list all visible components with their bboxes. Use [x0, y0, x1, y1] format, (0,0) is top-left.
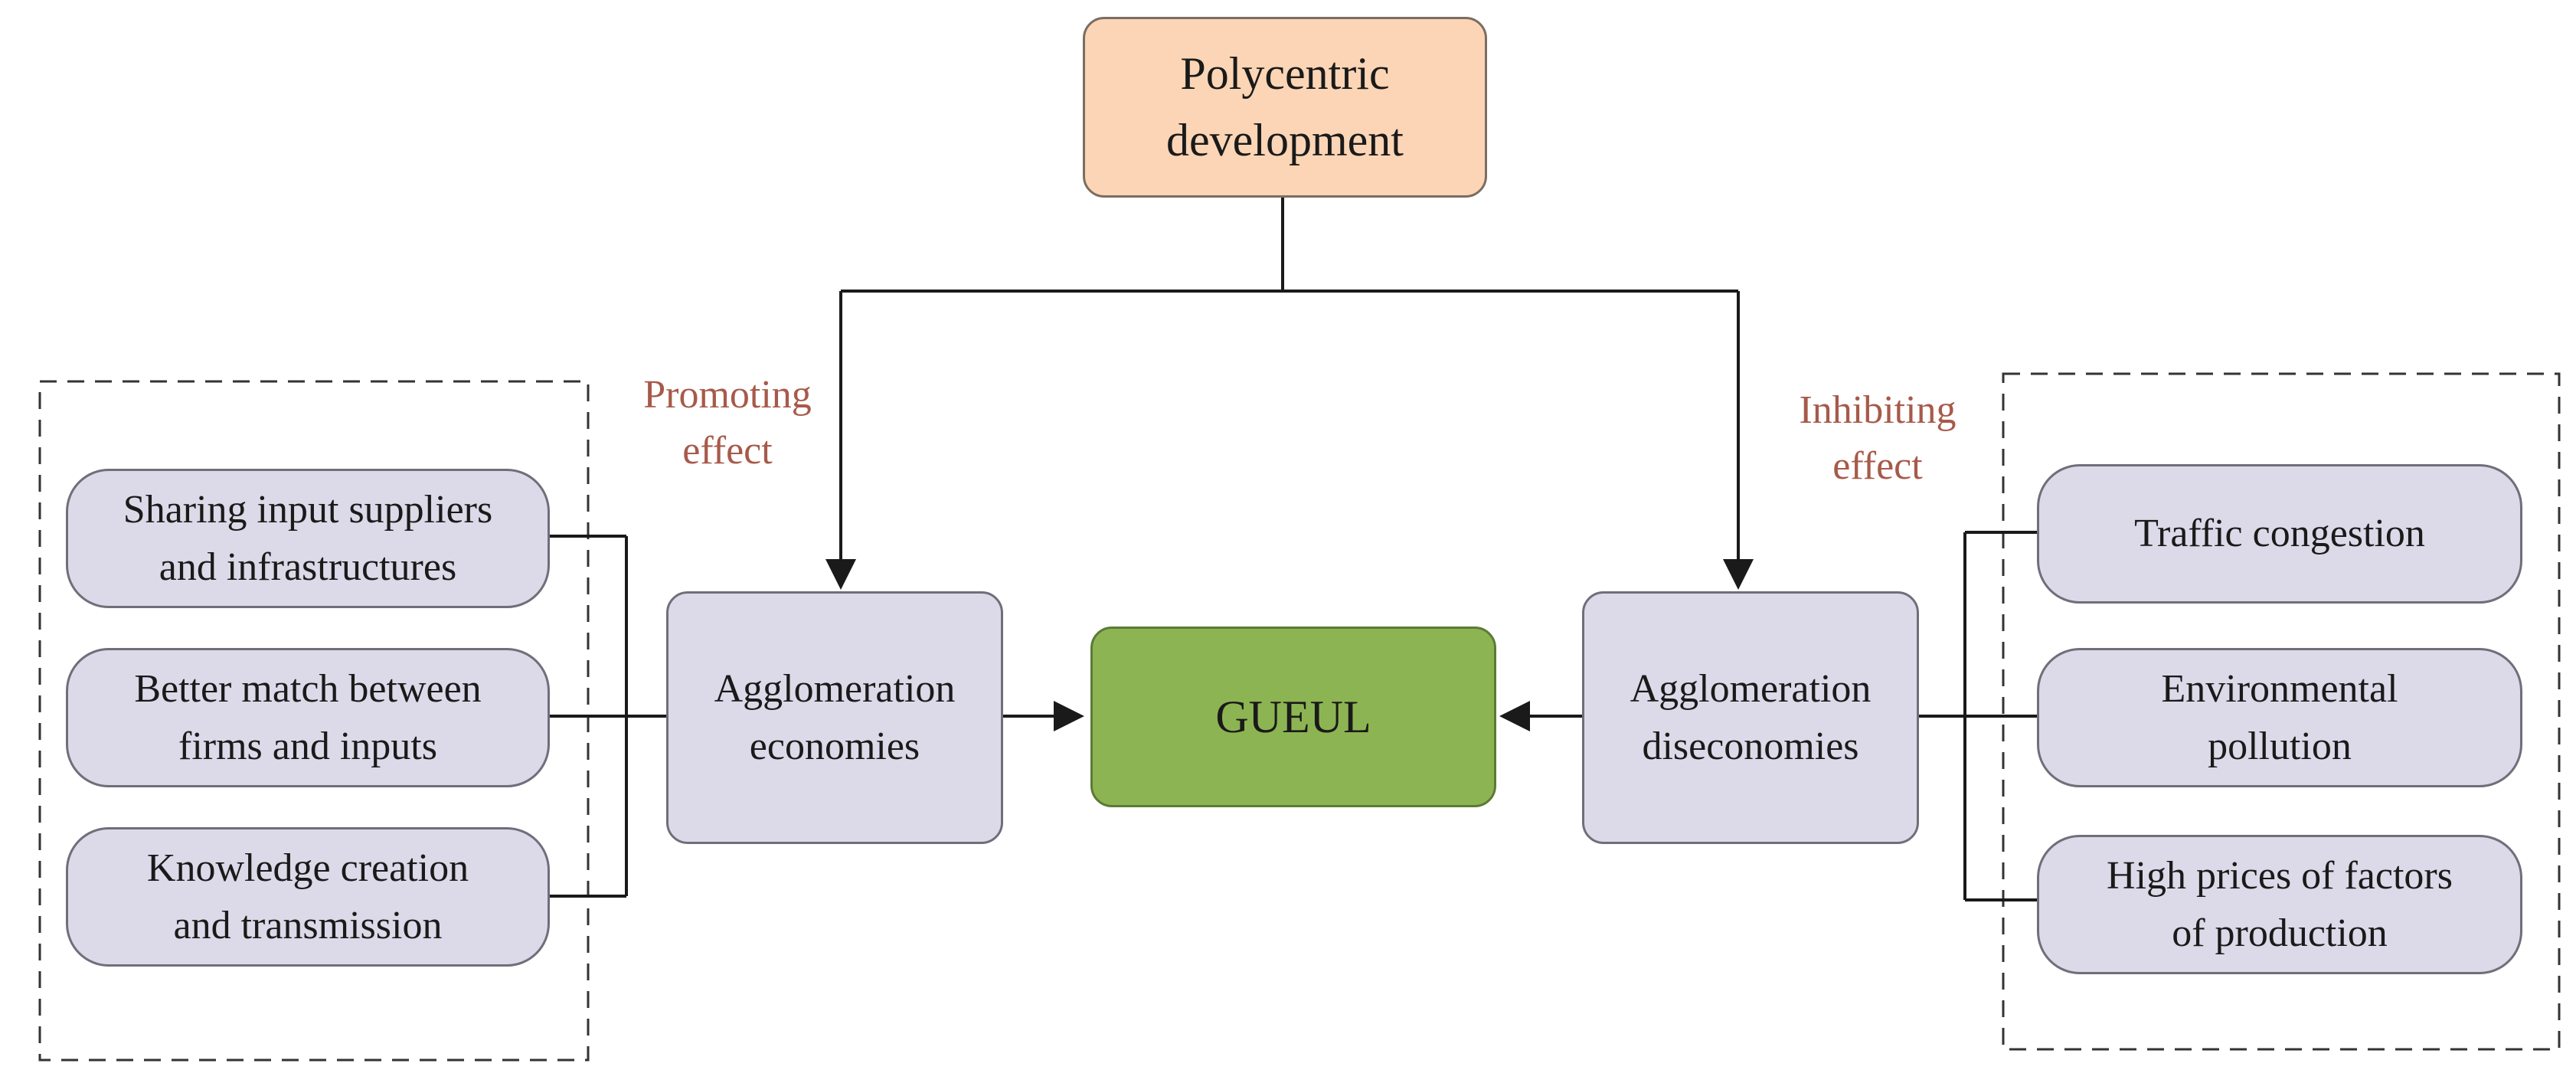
polycentric-development-node: Polycentric development	[1083, 17, 1487, 198]
gueul-label: GUEUL	[1215, 691, 1371, 742]
gueul-node: GUEUL	[1090, 627, 1496, 807]
polycentric-development-label: Polycentric development	[1166, 48, 1404, 165]
left-factor-label: Knowledge creation and transmission	[146, 846, 469, 947]
right-factors-frame	[2002, 372, 2561, 1051]
agglomeration-diseconomies-node: Agglomeration diseconomies	[1582, 591, 1919, 844]
promoting-effect-label: Promoting effect	[643, 373, 812, 473]
right-factor-traffic-congestion: Traffic congestion	[2037, 464, 2522, 604]
inhibiting-effect-label: Inhibiting effect	[1799, 388, 1957, 488]
agglomeration-diseconomies-label: Agglomeration diseconomies	[1630, 666, 1872, 768]
agglomeration-economies-label: Agglomeration economies	[714, 666, 956, 768]
left-factor-sharing-inputs: Sharing input suppliers and infrastructu…	[66, 469, 550, 608]
right-factor-label: Traffic congestion	[2134, 512, 2425, 556]
right-factor-label: Environmental pollution	[2161, 666, 2398, 768]
left-factors-frame	[38, 380, 590, 1062]
agglomeration-economies-node: Agglomeration economies	[666, 591, 1003, 844]
left-factor-better-match: Better match between firms and inputs	[66, 648, 550, 787]
right-factor-label: High prices of factors of production	[2107, 853, 2453, 955]
right-factor-environmental-pollution: Environmental pollution	[2037, 648, 2522, 787]
left-factor-label: Better match between firms and inputs	[134, 666, 482, 768]
right-factor-high-prices: High prices of factors of production	[2037, 835, 2522, 974]
left-factor-label: Sharing input suppliers and infrastructu…	[123, 487, 493, 589]
left-factor-knowledge: Knowledge creation and transmission	[66, 827, 550, 967]
